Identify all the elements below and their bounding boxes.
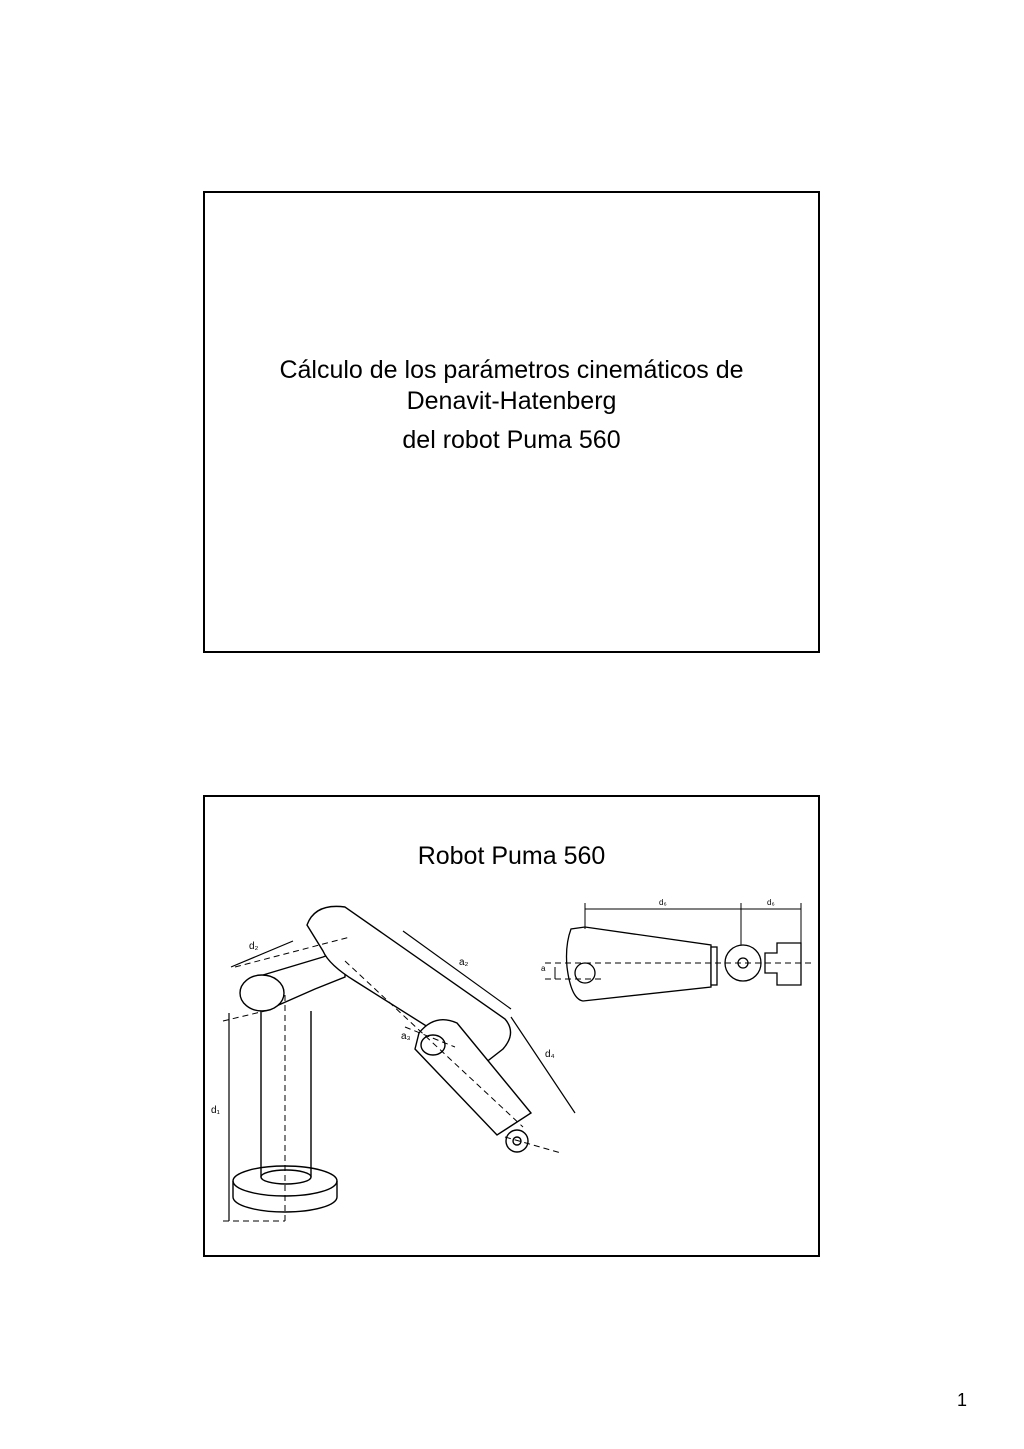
label-d1: d₁ <box>211 1105 221 1116</box>
slide-1-title: Cálculo de los parámetros cinemáticos de… <box>205 355 818 456</box>
title-line-1: Cálculo de los parámetros cinemáticos de <box>279 356 744 384</box>
slide-2: Robot Puma 560 <box>203 795 820 1257</box>
label-d4: d₄ <box>545 1049 555 1060</box>
dimension-labels: d₁ d₂ a₂ d₄ a₃ <box>211 941 555 1116</box>
label-a2: a₂ <box>459 957 469 968</box>
elbow-joint <box>420 1034 446 1056</box>
wrist-link <box>565 926 712 1002</box>
title-line-2: Denavit-Hatenberg <box>406 387 617 415</box>
shoulder-end <box>239 974 285 1012</box>
puma-560-diagram: d₁ d₂ a₂ d₄ a₃ d₆ d₆ <box>211 898 811 1222</box>
wrist-detail <box>565 926 802 1002</box>
label-a: a <box>541 964 546 973</box>
label-d6-right: d₆ <box>767 898 775 907</box>
page-number: 1 <box>956 1390 967 1410</box>
base-side <box>232 1181 338 1213</box>
upper-arm <box>306 905 512 1064</box>
slide-2-title: Robot Puma 560 <box>417 842 606 870</box>
label-d2: d₂ <box>249 941 259 952</box>
label-a3: a₃ <box>401 1031 411 1042</box>
column <box>260 1011 312 1177</box>
slide-1: Cálculo de los parámetros cinemáticos de… <box>203 191 820 653</box>
title-line-3: del robot Puma 560 <box>402 426 621 454</box>
label-d6-left: d₆ <box>659 898 667 907</box>
gripper <box>764 942 802 986</box>
